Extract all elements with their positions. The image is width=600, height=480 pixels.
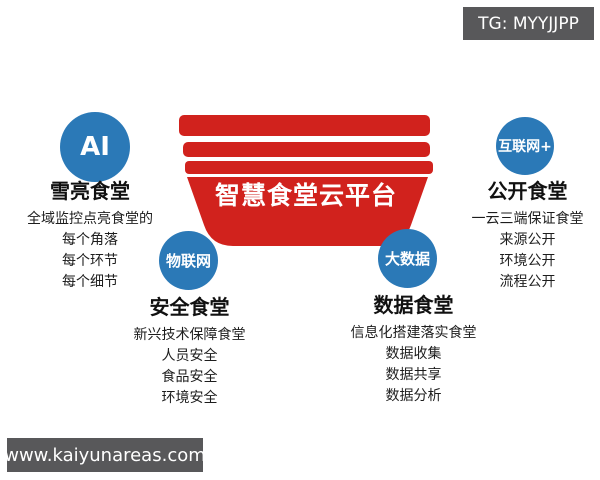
- website-watermark-badge: www.kaiyunareas.com: [4, 438, 206, 472]
- group-bigdata: 数据食堂 信息化搭建落实食堂 数据收集 数据共享 数据分析: [331, 295, 496, 407]
- bowl-rim: [185, 161, 433, 174]
- website-watermark-label: www.kaiyunareas.com: [4, 444, 206, 466]
- circle-bigdata: 大数据: [378, 229, 437, 288]
- group-ai-line: 每个环节: [62, 253, 118, 269]
- bowl-stripe-middle: [183, 142, 430, 157]
- group-bigdata-line: 数据收集: [385, 346, 442, 362]
- group-ai-heading: 雪亮食堂: [50, 179, 130, 203]
- group-iot-line: 人员安全: [161, 348, 218, 364]
- tg-watermark-badge: TG: MYYJJPP: [463, 7, 594, 40]
- group-ai-line: 每个细节: [62, 274, 118, 290]
- bowl-stripe-top: [179, 115, 430, 136]
- group-iot-heading: 安全食堂: [149, 295, 230, 319]
- circle-iot-label: 物联网: [165, 252, 211, 270]
- bowl-body: [187, 177, 428, 246]
- group-bigdata-line: 数据分析: [385, 388, 442, 404]
- group-internet-plus: 公开食堂 一云三端保证食堂 来源公开 环境公开 流程公开: [450, 181, 600, 293]
- group-ai-line: 全域监控点亮食堂的: [27, 211, 153, 227]
- group-iot-line: 环境安全: [161, 390, 218, 406]
- group-internet-plus-line: 流程公开: [499, 274, 556, 290]
- group-iot-line: 新兴技术保障食堂: [133, 327, 246, 343]
- circle-iot: 物联网: [159, 231, 218, 290]
- group-bigdata-line: 数据共享: [385, 367, 442, 383]
- group-internet-plus-line: 来源公开: [499, 232, 556, 248]
- group-bigdata-heading: 数据食堂: [373, 293, 454, 317]
- group-internet-plus-line: 一云三端保证食堂: [471, 211, 584, 227]
- bowl-graphic: [179, 115, 433, 246]
- circle-ai: AI: [60, 112, 130, 182]
- circle-ai-label: AI: [80, 132, 110, 162]
- group-bigdata-line: 信息化搭建落实食堂: [350, 325, 477, 341]
- circle-bigdata-label: 大数据: [384, 250, 430, 268]
- circle-internet-plus-label: 互联网+: [498, 139, 552, 155]
- group-internet-plus-heading: 公开食堂: [487, 179, 568, 203]
- platform-title: 智慧食堂云平台: [214, 181, 397, 210]
- group-iot-line: 食品安全: [161, 369, 218, 385]
- tg-watermark-label: TG: MYYJJPP: [478, 13, 579, 34]
- circle-internet-plus: 互联网+: [496, 117, 554, 175]
- group-ai-line: 每个角落: [62, 232, 118, 248]
- group-internet-plus-line: 环境公开: [499, 253, 556, 269]
- group-ai: 雪亮食堂 全域监控点亮食堂的 每个角落 每个环节 每个细节: [10, 181, 170, 293]
- group-iot: 安全食堂 新兴技术保障食堂 人员安全 食品安全 环境安全: [107, 297, 272, 409]
